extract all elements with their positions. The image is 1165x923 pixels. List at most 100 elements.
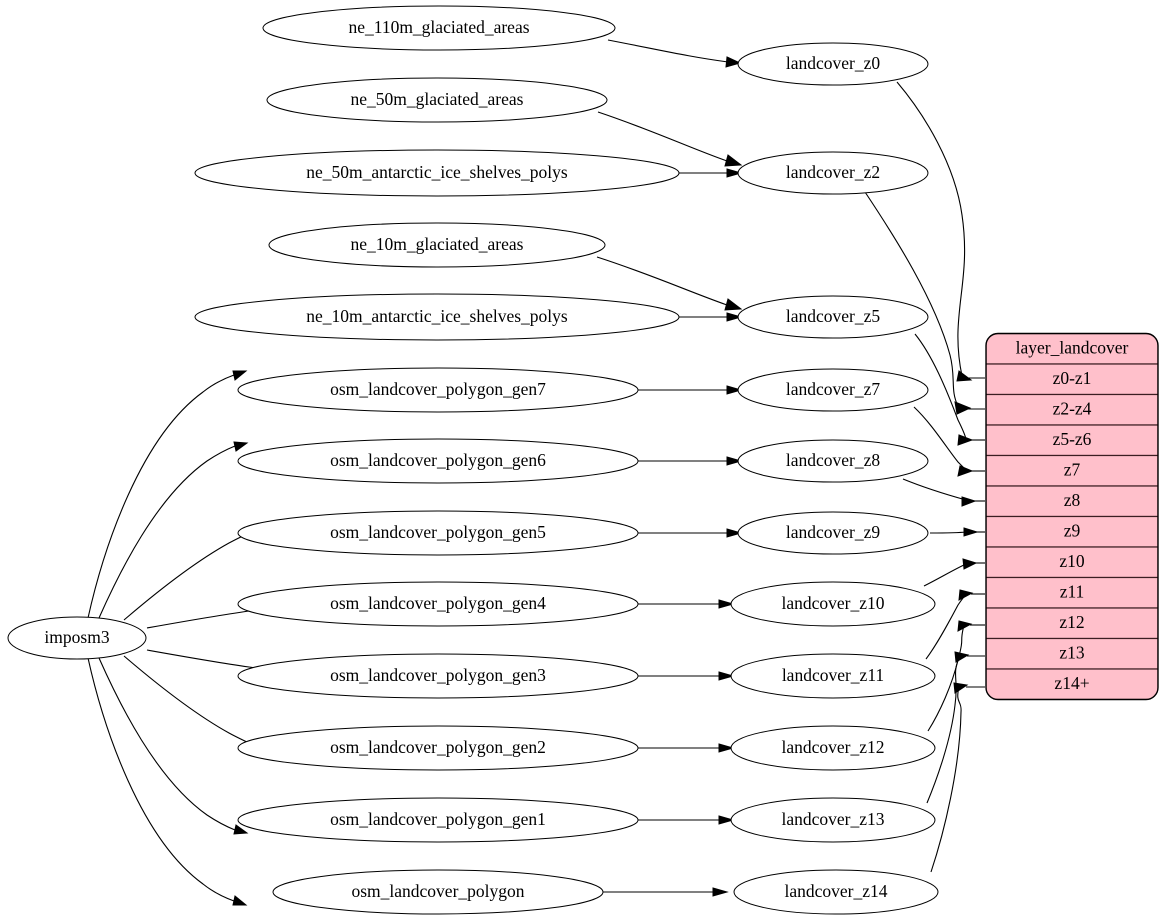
node-imposm3[interactable]: imposm3 [7,616,147,660]
node-label: ne_10m_antarctic_ice_shelves_polys [306,306,568,326]
edge-imposm3-to-gen6 [98,445,236,619]
node-shape-ellipse[interactable] [237,581,639,627]
node-shape-ellipse[interactable] [7,616,147,660]
node-label: ne_50m_antarctic_ice_shelves_polys [306,162,568,182]
node-label: landcover_z0 [786,53,881,73]
table-row-label-z5z6: z5-z6 [1053,429,1092,449]
edge-z8-to-row-z8 [902,478,967,501]
node-osm_landcover_polygon[interactable]: osm_landcover_polygon [272,869,604,915]
table-row-cell[interactable] [986,637,1158,670]
node-landcover_z0[interactable]: landcover_z0 [737,42,929,86]
node-label: landcover_z9 [786,522,881,542]
node-landcover_z2[interactable]: landcover_z2 [737,151,929,195]
node-landcover_z9[interactable]: landcover_z9 [737,511,929,555]
node-shape-ellipse[interactable] [237,510,639,556]
table-row-label-z12: z12 [1059,612,1084,632]
node-shape-ellipse[interactable] [237,438,639,484]
node-shape-ellipse[interactable] [194,149,680,197]
arrowhead-icon [726,168,743,178]
node-ne_10m_antarctic_ice_shelves_polys[interactable]: ne_10m_antarctic_ice_shelves_polys [194,293,680,341]
arrowhead-icon [726,312,743,322]
node-ne_110m_glaciated_areas[interactable]: ne_110m_glaciated_areas [262,5,616,51]
table-row-cell[interactable] [986,363,1158,396]
arrowhead-icon [726,528,743,538]
edge-z9-to-row-z9 [929,531,967,534]
table-row-label-z9: z9 [1064,521,1081,541]
node-shape-ellipse[interactable] [266,77,608,123]
node-label: landcover_z7 [786,379,881,399]
arrowhead-icon [718,599,735,609]
arrowhead-icon [954,401,972,415]
arrowhead-icon [233,441,249,452]
table-row-cell[interactable] [986,576,1158,609]
edge-imposm3-to-gen2 [123,655,263,750]
node-shape-ellipse[interactable] [730,581,936,627]
node-shape-ellipse[interactable] [237,725,639,771]
node-osm_landcover_polygon_gen3[interactable]: osm_landcover_polygon_gen3 [237,653,639,699]
node-shape-ellipse[interactable] [737,439,929,483]
edge-ne50mglac-to-z2 [597,111,728,162]
node-shape-ellipse[interactable] [737,295,929,339]
edge-z5-to-row-z5z6 [914,333,967,440]
layer-landcover-table[interactable]: layer_landcover z0-z1 z2-z4 z5-z6 z7 z8 … [985,332,1159,701]
table-row-cell[interactable] [986,668,1158,700]
node-landcover_z14[interactable]: landcover_z14 [733,869,939,915]
arrowhead-icon [718,743,735,753]
node-shape-ellipse[interactable] [262,5,616,51]
node-landcover_z12[interactable]: landcover_z12 [730,725,936,771]
edge-layer [87,39,986,906]
node-landcover_z13[interactable]: landcover_z13 [730,797,936,843]
node-label: osm_landcover_polygon_gen2 [330,737,546,757]
node-shape-ellipse[interactable] [730,725,936,771]
arrowhead-icon [953,682,969,694]
node-shape-ellipse[interactable] [268,222,606,268]
node-shape-ellipse[interactable] [237,653,639,699]
node-landcover_z10[interactable]: landcover_z10 [730,581,936,627]
node-osm_landcover_polygon_gen1[interactable]: osm_landcover_polygon_gen1 [237,797,639,843]
arrowhead-icon [724,154,743,167]
node-label: landcover_z12 [781,737,884,757]
node-shape-ellipse[interactable] [737,368,929,412]
node-label: ne_110m_glaciated_areas [348,17,529,37]
node-shape-ellipse[interactable] [737,511,929,555]
node-label: osm_landcover_polygon_gen3 [330,665,546,685]
table-outline [985,332,1159,701]
node-ne_50m_antarctic_ice_shelves_polys[interactable]: ne_50m_antarctic_ice_shelves_polys [194,149,680,197]
node-shape-ellipse[interactable] [194,293,680,341]
node-landcover_z5[interactable]: landcover_z5 [737,295,929,339]
table-row-cell[interactable] [986,546,1158,579]
node-shape-ellipse[interactable] [737,42,929,86]
node-landcover_z8[interactable]: landcover_z8 [737,439,929,483]
node-shape-ellipse[interactable] [733,869,939,915]
node-shape-ellipse[interactable] [237,797,639,843]
node-osm_landcover_polygon_gen5[interactable]: osm_landcover_polygon_gen5 [237,510,639,556]
node-shape-ellipse[interactable] [737,151,929,195]
arrowhead-icon [956,370,973,382]
node-shape-ellipse[interactable] [237,367,639,413]
node-label: landcover_z11 [782,665,884,685]
edge-z10-to-row-z10 [923,563,967,587]
node-landcover_z7[interactable]: landcover_z7 [737,368,929,412]
edge-z14-to-row-z14plus [930,686,962,873]
edge-imposm3-to-gen1 [98,657,236,831]
node-shape-ellipse[interactable] [730,797,936,843]
arrowhead-icon [232,895,248,906]
arrowhead-icon [718,671,735,681]
node-osm_landcover_polygon_gen4[interactable]: osm_landcover_polygon_gen4 [237,581,639,627]
node-osm_landcover_polygon_gen2[interactable]: osm_landcover_polygon_gen2 [237,725,639,771]
table-row-cell[interactable] [986,485,1158,518]
node-landcover_z11[interactable]: landcover_z11 [730,653,936,699]
node-shape-ellipse[interactable] [272,869,604,915]
node-ne_50m_glaciated_areas[interactable]: ne_50m_glaciated_areas [266,77,608,123]
landcover-node-group: landcover_z0 landcover_z2 landcover_z5 l… [730,42,939,915]
edge-imposm3-to-polygon [87,657,235,902]
edge-z13-to-row-z13 [926,655,961,804]
node-osm_landcover_polygon_gen7[interactable]: osm_landcover_polygon_gen7 [237,367,639,413]
arrowhead-icon [957,434,974,446]
table-row-label-z11: z11 [1060,582,1085,602]
node-shape-ellipse[interactable] [730,653,936,699]
table-row-cell[interactable] [986,424,1158,457]
node-osm_landcover_polygon_gen6[interactable]: osm_landcover_polygon_gen6 [237,438,639,484]
node-ne_10m_glaciated_areas[interactable]: ne_10m_glaciated_areas [268,222,606,268]
